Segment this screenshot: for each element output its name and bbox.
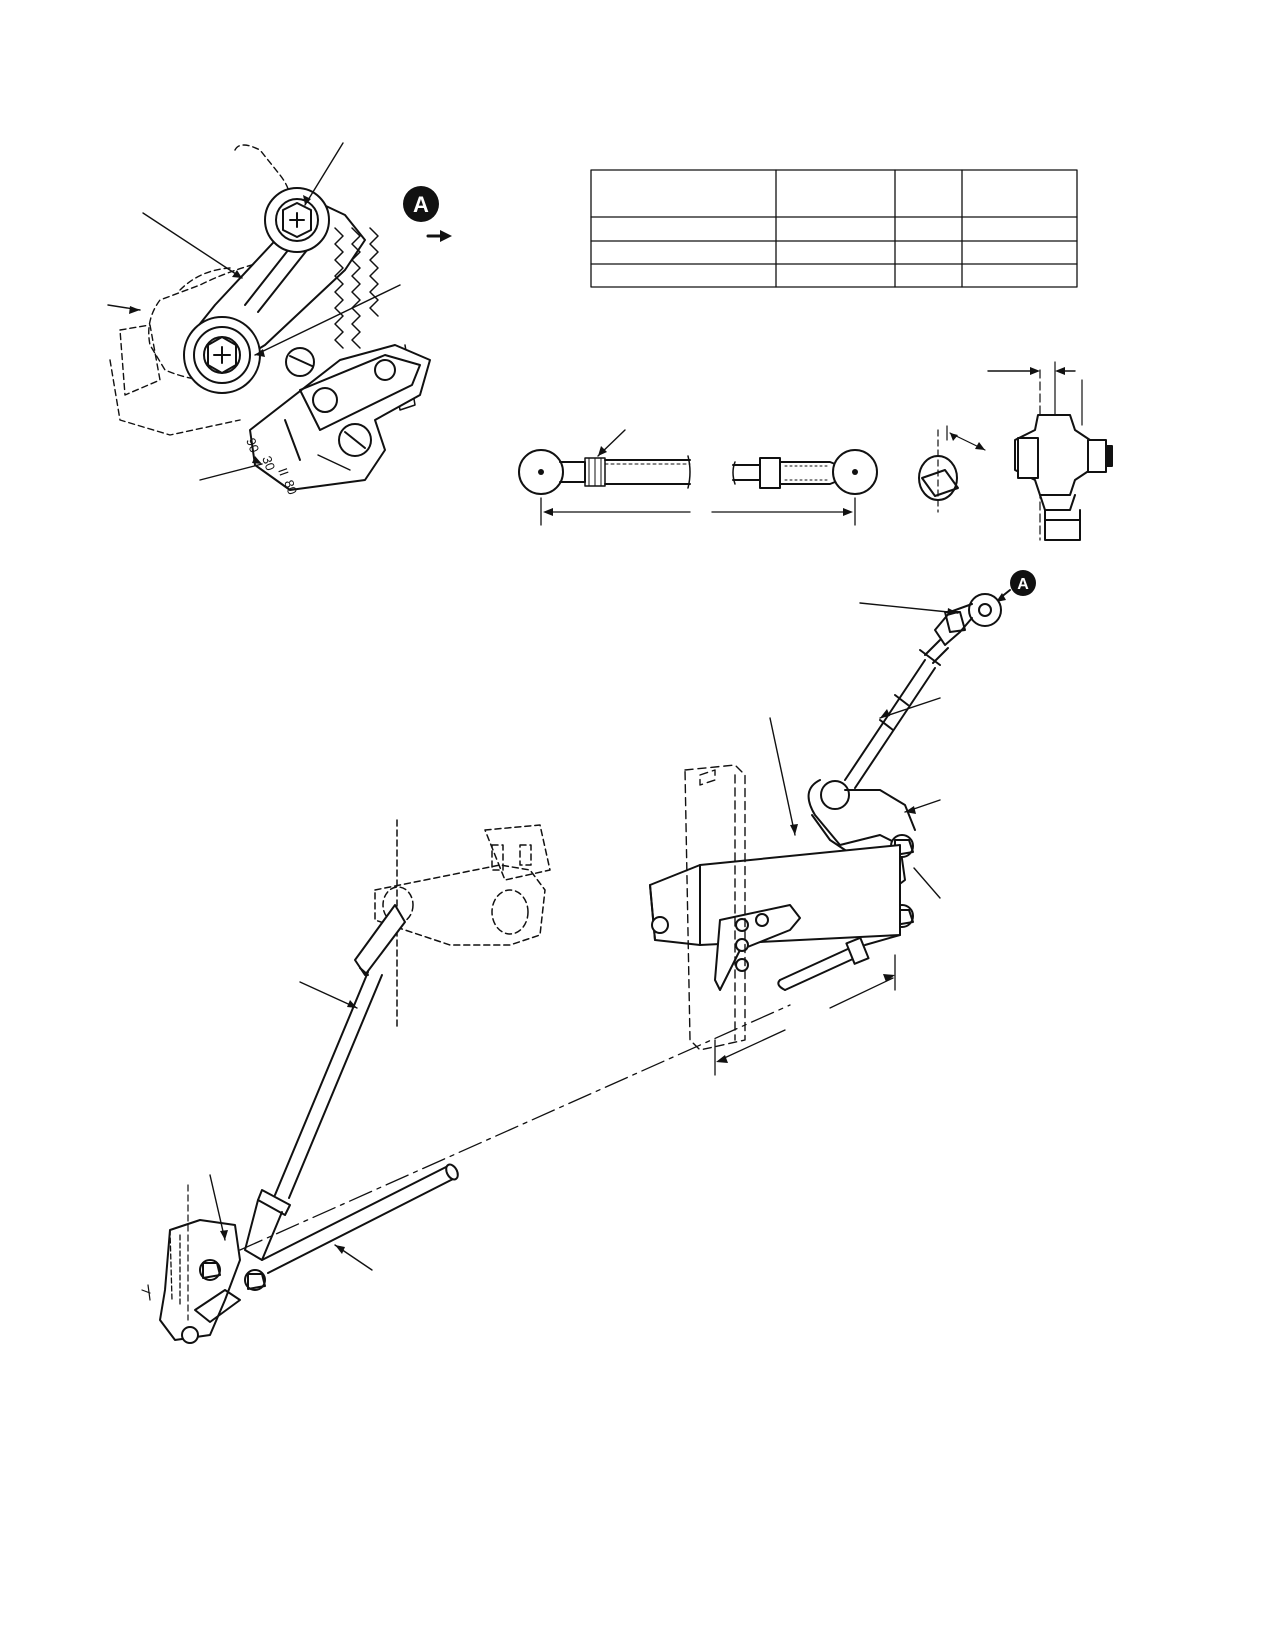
spec-table-border: [590, 169, 1078, 288]
leader-line-quadrant-lower: [199, 463, 263, 481]
leader-line-spring: [254, 284, 401, 356]
quadrant-mark-80: 80: [281, 478, 300, 497]
support-beam: [649, 844, 901, 991]
upper-castle-nut: [264, 187, 330, 253]
view-callout-badge: A: [403, 186, 452, 242]
leader-line-diagonal-rod: [299, 981, 358, 1009]
leader-line-adjustable-rod: [879, 697, 941, 719]
lower-horizontal-rod: [261, 1163, 459, 1274]
quadrant-plate: [249, 344, 431, 491]
upper-adjustable-rod: [844, 593, 1002, 789]
leader-line-arm: [142, 212, 243, 279]
quadrant-mark-30: 30: [259, 454, 278, 473]
view-callout-letter: A: [413, 192, 429, 217]
vertical-post-phantom: [684, 764, 746, 1051]
main-linkage-assembly: A: [141, 570, 1036, 1344]
leader-line-upper-nut: [304, 142, 344, 206]
right-horizontal-rod: [777, 934, 901, 991]
lower-bracket: [141, 1184, 266, 1344]
leader-line-bellcrank-bolt: [913, 867, 941, 899]
right-rod-dimension: [714, 954, 896, 1076]
clearance-detail: [987, 361, 1113, 541]
leader-line-quadrant-right: [317, 454, 351, 471]
detail-callout-letter: A: [1017, 576, 1029, 593]
detail-view-a: 90 30 II 80 A: [107, 142, 452, 497]
rod-end-details: [518, 361, 1113, 541]
right-rod-end: [732, 449, 878, 495]
leader-line-lower-bracket: [209, 1174, 226, 1241]
left-rod-end: [518, 449, 691, 495]
overall-length-dimension: [540, 497, 856, 526]
detail-a-arrowheads: [129, 195, 311, 464]
lower-castle-nut: [183, 316, 261, 394]
left-diagonal-rod: [244, 904, 406, 1261]
detail-callout-badge: A: [996, 570, 1036, 602]
quadrant-mark-ii: II: [275, 466, 292, 478]
main-assembly-arrowheads: [220, 608, 958, 1254]
quadrant-mark-90: 90: [243, 436, 262, 455]
leader-line-rod-end: [859, 602, 959, 614]
center-line-axis: [239, 1004, 791, 1251]
view-direction-arrow-icon: [440, 230, 452, 242]
spec-table: [590, 169, 1078, 288]
swivel-angle-detail: [918, 425, 986, 513]
leader-line-support-beam: [769, 717, 796, 836]
